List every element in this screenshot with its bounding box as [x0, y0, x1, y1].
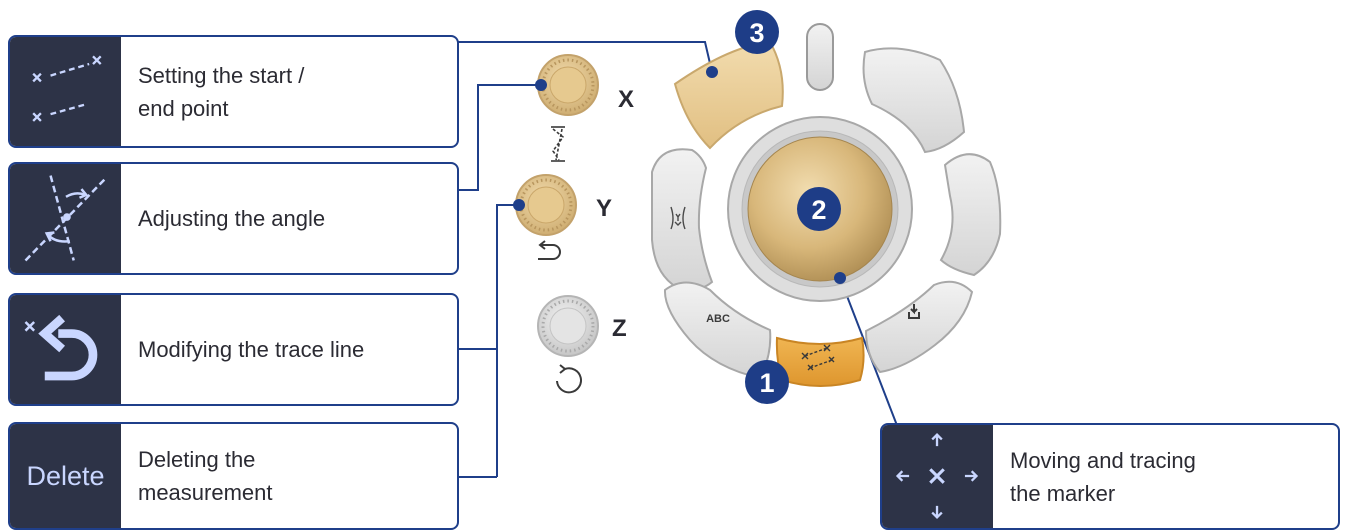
card-modify-trace: Modifying the trace line	[8, 293, 459, 406]
card-adjust-angle: Adjusting the angle	[8, 162, 459, 275]
start-end-point-icon	[10, 37, 121, 146]
caliper-button[interactable]	[775, 336, 865, 387]
y-undo-icon	[538, 240, 561, 260]
save-button[interactable]	[864, 280, 974, 374]
delete-key-icon: Delete	[10, 424, 121, 528]
top-pill-button[interactable]	[806, 23, 834, 91]
start-end-point-dot	[706, 66, 718, 78]
z-knob[interactable]	[537, 295, 599, 357]
body-marker-icon	[670, 206, 686, 230]
body-marker-button[interactable]	[651, 148, 714, 292]
abc-label: ABC	[706, 313, 730, 325]
card-set-points: Setting the start / end point	[8, 35, 459, 148]
card-move-marker-label: Moving and tracing the marker	[1010, 447, 1196, 506]
trackball-dot	[834, 272, 846, 284]
x-angle-icon	[551, 126, 565, 162]
x-knob-label: X	[618, 86, 634, 113]
svg-text:2: 2	[811, 195, 826, 225]
trace-undo-icon	[10, 295, 121, 404]
badge-two: 2	[797, 187, 841, 231]
delete-key-text: Delete	[26, 460, 105, 491]
start-end-point-button[interactable]	[673, 40, 784, 150]
x-knob-dot	[535, 79, 547, 91]
move-arrows-icon	[882, 425, 993, 528]
abc-button[interactable]	[663, 281, 772, 380]
card-delete-label: Deleting the measurement	[138, 447, 273, 505]
badge-one: 1	[745, 360, 789, 404]
top-right-button[interactable]	[862, 47, 966, 154]
badge-three: 3	[735, 10, 779, 54]
card-delete: Delete Deleting the measurement	[8, 422, 459, 530]
caliper-icon	[801, 344, 835, 371]
svg-text:3: 3	[749, 18, 764, 48]
card-modify-trace-label: Modifying the trace line	[138, 337, 365, 362]
card-set-points-label: Setting the start / end point	[138, 62, 305, 121]
save-icon	[908, 304, 920, 319]
svg-text:1: 1	[759, 368, 774, 398]
card-adjust-angle-label: Adjusting the angle	[138, 206, 326, 231]
angle-icon	[10, 164, 121, 273]
right-button[interactable]	[939, 153, 1002, 277]
connector-modify-trace	[457, 204, 519, 350]
card-move-marker: Moving and tracing the marker	[880, 423, 1340, 530]
z-rotate-icon	[556, 364, 582, 394]
connector-adjust-angle	[457, 84, 541, 191]
z-knob-label: Z	[612, 315, 627, 342]
y-knob-dot	[513, 199, 525, 211]
y-knob-label: Y	[596, 195, 612, 222]
